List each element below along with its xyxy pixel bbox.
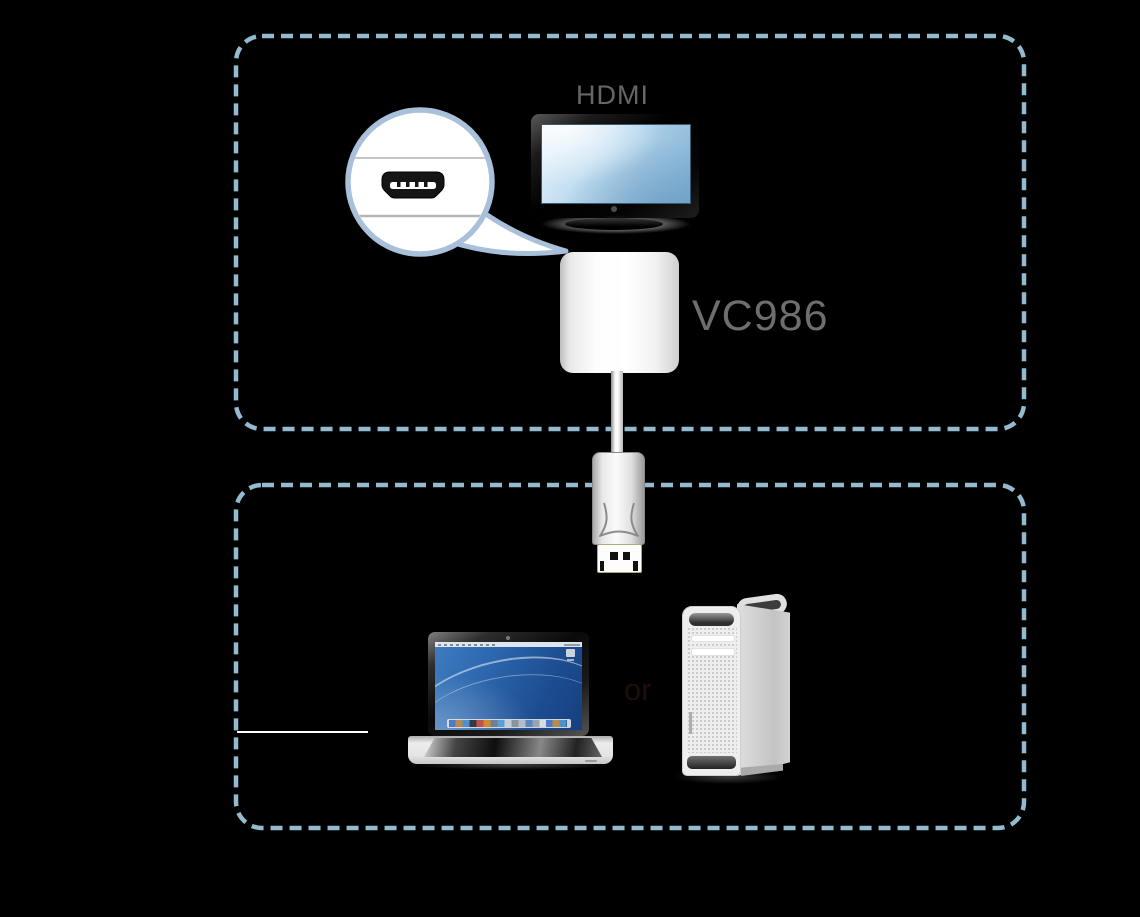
dock-icons-strip: [449, 720, 567, 727]
desktop-tower-icon: [665, 592, 795, 786]
tower-drive-slot: [691, 648, 735, 656]
tower-front-grille: [687, 627, 737, 753]
plug-notch: [600, 561, 604, 571]
displayport-connector-icon: [592, 452, 645, 545]
hdmi-port-callout-icon: [345, 107, 569, 257]
laptop-dock: [447, 719, 571, 728]
hdmi-port-icon: [381, 171, 445, 199]
vc986-adapter-icon: [560, 252, 679, 373]
tower-bottom-opening: [687, 756, 736, 769]
leader-line: [237, 731, 368, 733]
menubar-status-blur: [564, 643, 580, 646]
logo-box: [55, 842, 232, 883]
hdmi-label: HDMI: [576, 80, 649, 110]
laptop-screen: [435, 642, 582, 730]
displayport-housing-emblem: [599, 502, 639, 537]
desktop-disk-icon: [566, 649, 575, 657]
plug-notch: [633, 561, 638, 571]
plug-pin: [610, 552, 618, 560]
desktop-disk-label-blur: [567, 659, 574, 661]
or-label: or: [624, 672, 652, 707]
laptop-camera-dot: [506, 636, 510, 640]
tower-drive-slot: [691, 635, 735, 642]
plug-pin: [623, 552, 630, 560]
laptop-latch-slot: [585, 760, 597, 762]
monitor-screen: [541, 124, 691, 204]
tower-side-panel: [737, 604, 790, 776]
model-label: VC986: [692, 292, 829, 340]
menubar-text-blur: [438, 643, 496, 646]
laptop-menubar: [435, 642, 582, 647]
tower-front-handle-opening: [689, 613, 734, 626]
monitor-indicator-dot: [611, 206, 617, 212]
adapter-cable: [611, 371, 623, 455]
monitor-stand-base: [565, 218, 663, 230]
tower-power-strip: [689, 712, 692, 734]
laptop-shadow: [412, 760, 612, 770]
laptop-keyboard-reflection: [424, 738, 602, 757]
